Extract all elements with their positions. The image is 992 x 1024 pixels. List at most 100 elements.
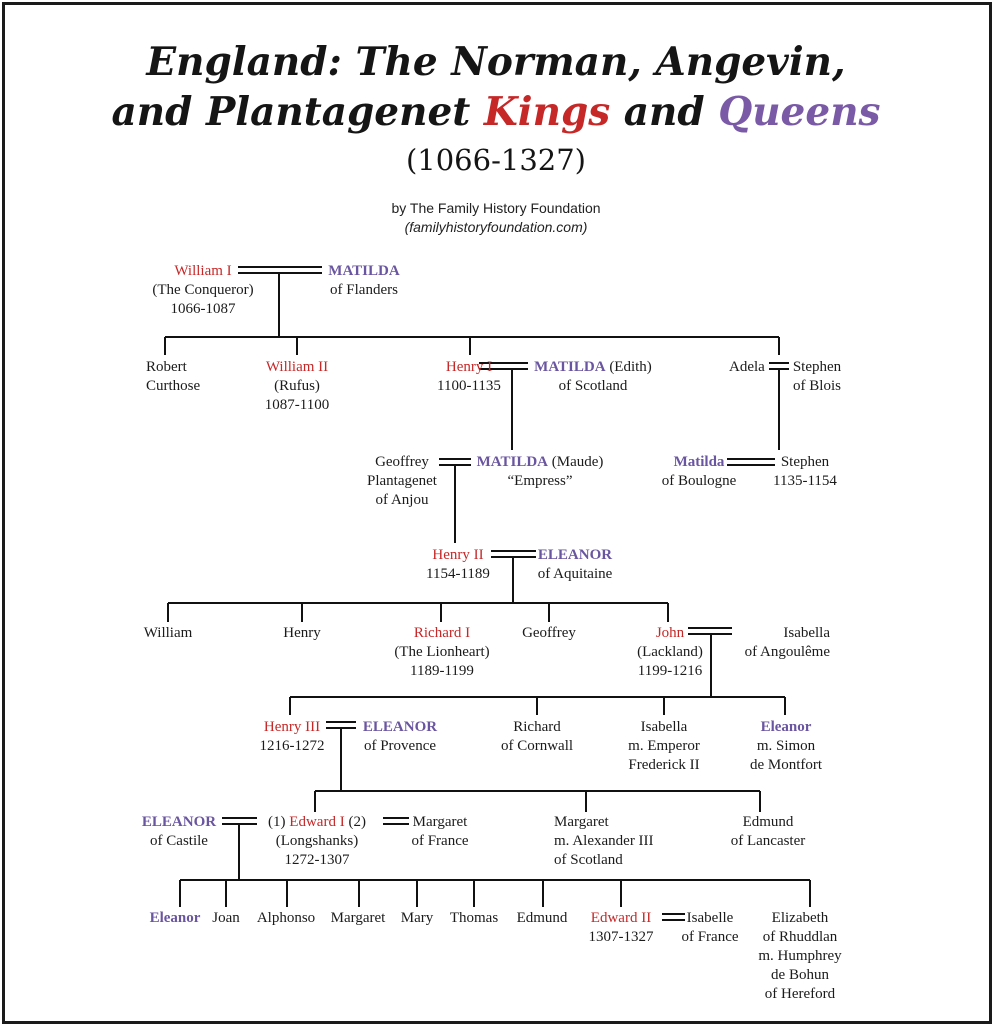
william-ii-reign: 1087-1100 (264, 397, 330, 413)
credit-by: by The Family History Foundation (391, 200, 601, 216)
title-mid: and (610, 89, 719, 135)
eleanor-aquitaine-origin: of Aquitaine (537, 566, 613, 582)
john-epithet: (Lackland) (637, 644, 703, 660)
geoffrey-anjou-line1: Geoffrey (375, 454, 429, 470)
edmund-of-lancaster: Edmund of Lancaster (720, 813, 816, 851)
william-i-name: William I (174, 263, 232, 279)
elizabeth-line3: m. Humphrey (758, 948, 842, 964)
richard-cornwall-line1: Richard (513, 719, 561, 735)
henry-iii-name: Henry III (263, 719, 321, 735)
eleanor-castile-name: ELEANOR (141, 814, 217, 830)
eleanor-of-aquitaine: ELEANOR of Aquitaine (528, 546, 622, 584)
matilda-scotland-name: MATILDA (534, 359, 606, 375)
stephen-blois-line1: Stephen (792, 359, 842, 375)
matilda-boulogne-name: Matilda (673, 454, 725, 470)
matilda-boulogne-origin: of Boulogne (661, 473, 737, 489)
title-years: (1066-1327) (405, 143, 587, 177)
edward-i: (1) Edward I (2) (Longshanks) 1272-1307 (252, 813, 382, 870)
eleanor-provence-name: ELEANOR (362, 719, 438, 735)
elizabeth-line2: of Rhuddlan (762, 929, 838, 945)
edward-ii-name: Edward II (590, 910, 652, 926)
richard-i-name: Richard I (413, 625, 471, 641)
richard-cornwall-line2: of Cornwall (500, 738, 574, 754)
eleanor-aquitaine-name: ELEANOR (537, 547, 613, 563)
eleanor-provence-origin: of Provence (363, 738, 437, 754)
john-reign: 1199-1216 (637, 663, 703, 679)
isabelle-france-line1: Isabelle (686, 910, 734, 926)
edmund-lancaster-line1: Edmund (742, 814, 794, 830)
edward-i-reign: 1272-1307 (284, 852, 350, 868)
stephen-of-blois: Stephen of Blois (786, 358, 848, 396)
joan: Joan (212, 910, 240, 926)
margaret-france-line2: of France (411, 833, 469, 849)
william-son-of-henry-ii: William (143, 625, 193, 641)
edward-i-marriage-2: (2) (344, 814, 366, 830)
matilda-of-boulogne: Matilda of Boulogne (652, 453, 746, 491)
william-i-epithet: (The Conqueror) (152, 282, 254, 298)
geoffrey-son-of-henry-ii: Geoffrey (522, 625, 576, 641)
elizabeth-line4: de Bohun (771, 967, 829, 983)
stephen-name: Stephen (780, 454, 830, 470)
richard-i: Richard I(The Lionheart)1189-1199 (380, 624, 504, 681)
john-name: John (655, 625, 685, 641)
eleanor-daughter-line2: m. Simon (756, 738, 816, 754)
adela: Adela (729, 359, 765, 375)
stephen-reign: 1135-1154 (773, 473, 837, 489)
credit-site: (familyhistoryfoundation.com) (404, 219, 588, 235)
margaret-france-line1: Margaret (412, 814, 468, 830)
stephen-blois-line2: of Blois (793, 378, 841, 394)
alphonso: Alphonso (256, 910, 316, 926)
matilda-empress-alias: (Maude) (547, 454, 604, 470)
edward-i-epithet: (Longshanks) (275, 833, 359, 849)
margaret-scot-line3: of Scotland (554, 852, 623, 868)
title-line-2: and Plantagenet Kings and Queens (0, 86, 992, 138)
margaret-daughter-of-edward-i: Margaret (330, 910, 386, 926)
john: John (Lackland) 1199-1216 (624, 624, 716, 681)
title-kings: Kings (483, 89, 611, 135)
robert-line1: Robert (146, 359, 187, 375)
eleanor-daughter-name: Eleanor (760, 719, 812, 735)
william-ii-epithet: (Rufus) (274, 378, 320, 394)
eleanor-daughter-of-edward-i: Eleanor (140, 909, 210, 928)
edmund-son-of-edward-i: Edmund (516, 910, 568, 926)
title-line-1: England: The Norman, Angevin, (146, 39, 846, 85)
matilda-empress-title: “Empress” (507, 473, 573, 489)
matilda-scotland-origin: of Scotland (558, 378, 628, 394)
henry-iii-reign: 1216-1272 (259, 738, 325, 754)
henry-ii-reign: 1154-1189 (426, 566, 490, 582)
title-queens: Queens (718, 89, 881, 135)
richard-of-cornwall: Richard of Cornwall (492, 718, 582, 756)
edmund-lancaster-line2: of Lancaster (730, 833, 806, 849)
edward-i-marriage-1: (1) (268, 814, 290, 830)
isabella-line2: m. Emperor (628, 738, 700, 754)
elizabeth-line5: of Hereford (764, 986, 836, 1002)
eleanor-castile-origin: of Castile (150, 833, 208, 849)
matilda-flanders-origin: of Flanders (330, 282, 398, 298)
matilda-empress-name: MATILDA (476, 454, 548, 470)
thomas: Thomas (449, 910, 499, 926)
henry-i-name: Henry I (445, 359, 493, 375)
eleanor-daughter-line3: de Montfort (749, 757, 823, 773)
eleanor-of-provence: ELEANOR of Provence (352, 718, 448, 756)
geoffrey-anjou-line2: Plantagenet (367, 473, 437, 489)
mary: Mary (400, 910, 434, 926)
edward-i-name: Edward I (289, 814, 345, 830)
matilda-flanders-name: MATILDA (328, 263, 400, 279)
geoffrey-anjou-line3: of Anjou (375, 492, 429, 508)
eleanor-of-castile: ELEANOR of Castile (138, 813, 220, 851)
edward-ii-reign: 1307-1327 (588, 929, 654, 945)
richard-i-epithet: (The Lionheart) (394, 644, 490, 660)
matilda-of-scotland: MATILDA (Edith) of Scotland (528, 358, 658, 396)
matilda-scotland-alias: (Edith) (605, 359, 652, 375)
margaret-of-france: Margaret of France (402, 813, 478, 851)
margaret-scot-line2: m. Alexander III (554, 833, 654, 849)
